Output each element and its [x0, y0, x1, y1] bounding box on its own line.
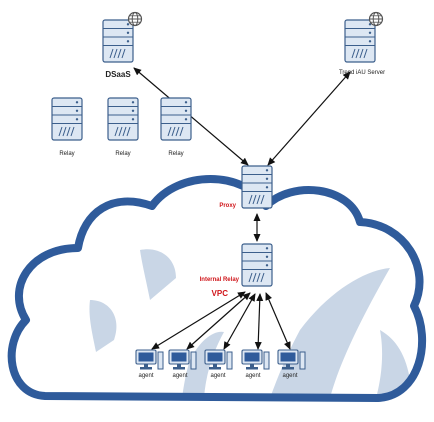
- agent-node-4[interactable]: agent: [241, 349, 270, 379]
- globe-icon: [368, 11, 384, 27]
- server-icon: [241, 243, 273, 287]
- internal-relay-node[interactable]: Internal Relay VPC: [200, 243, 273, 298]
- agent-node-5[interactable]: agent: [277, 349, 306, 379]
- link-relay-agent-5: [265, 292, 291, 350]
- agent-label: agent: [210, 373, 225, 379]
- agent-node-3[interactable]: agent: [204, 349, 233, 379]
- relay-label: Relay: [168, 151, 183, 157]
- server-icon: [51, 97, 83, 141]
- agent-label: agent: [172, 373, 187, 379]
- globe-icon: [127, 11, 143, 27]
- server-icon: [107, 97, 139, 141]
- agent-node-2[interactable]: agent: [168, 349, 197, 379]
- link-relay-agent-4: [254, 293, 264, 350]
- server-icon: [344, 19, 376, 63]
- dsaas-label: DSaaS: [105, 70, 131, 79]
- agent-node-1[interactable]: agent: [135, 349, 164, 379]
- agent-label: agent: [138, 373, 153, 379]
- server-icon: [160, 97, 192, 141]
- proxy-node[interactable]: Proxy: [219, 165, 273, 209]
- link-relay-agent-3: [223, 293, 256, 350]
- trend-server-node[interactable]: Trend iAU Server: [339, 11, 385, 77]
- dsaas-node[interactable]: DSaaS: [102, 11, 143, 80]
- relay-label: Relay: [59, 151, 74, 157]
- server-icon: [102, 19, 134, 63]
- relay-node-2[interactable]: Relay: [107, 97, 139, 157]
- trend-server-label: Trend iAU Server: [339, 70, 385, 76]
- agent-label: agent: [245, 373, 260, 379]
- relay-node-3[interactable]: Relay: [160, 97, 192, 157]
- link-trend-proxy: [267, 71, 351, 166]
- relay-label: Relay: [115, 151, 130, 157]
- agent-label: agent: [282, 373, 297, 379]
- connections: [133, 67, 351, 350]
- server-icon: [241, 165, 273, 209]
- proxy-label: Proxy: [219, 203, 236, 209]
- internal-relay-label: Internal Relay: [200, 277, 240, 283]
- relay-node-1[interactable]: Relay: [51, 97, 83, 157]
- vpc-label: VPC: [212, 289, 229, 298]
